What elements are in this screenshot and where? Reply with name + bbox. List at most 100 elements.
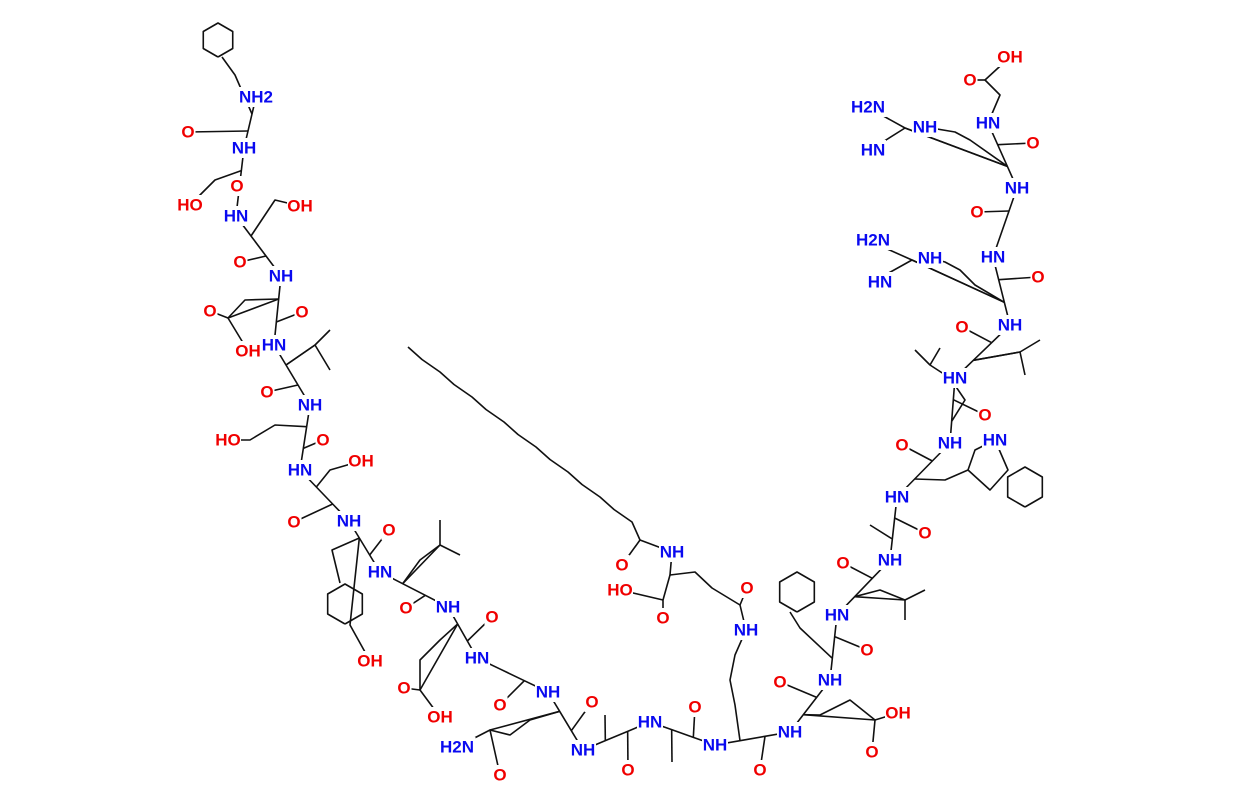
side-chain-bond: [929, 347, 941, 366]
atom-label-nh: NH: [733, 620, 759, 640]
atom-label-h2n: H2N: [854, 230, 892, 250]
atom-label-o: O: [894, 435, 910, 455]
label-background: [1030, 267, 1046, 287]
atom-symbol: NH: [918, 249, 943, 268]
atom-label-o: O: [492, 695, 508, 715]
label-background: [849, 97, 887, 117]
backbone-bond: [299, 404, 311, 471]
label-background: [535, 682, 561, 702]
atom-label-nh: NH: [659, 542, 685, 562]
label-background: [997, 47, 1023, 67]
label-background: [937, 433, 963, 453]
backbone-bond: [273, 275, 282, 346]
side-chain-bond: [285, 344, 331, 371]
indole-pyrrole-ring: [967, 439, 1009, 491]
atom-symbol: HN: [825, 606, 850, 625]
label-background: [733, 620, 759, 640]
atom-symbol: NH: [660, 543, 685, 562]
atom-label-nh: NH: [777, 722, 803, 742]
label-background: [215, 430, 241, 450]
atom-symbol: NH: [571, 741, 596, 760]
atom-label-nh: NH: [1004, 178, 1030, 198]
atom-label-nh: NH: [937, 433, 963, 453]
atom-label-hn: HN: [223, 206, 249, 226]
atom-label-nh: NH: [702, 735, 728, 755]
label-background: [348, 451, 374, 471]
label-background: [492, 695, 508, 715]
atom-symbol: HN: [288, 461, 313, 480]
label-background: [235, 341, 261, 361]
atom-symbol: HN: [981, 248, 1006, 267]
atom-label-nh2: NH2: [237, 87, 275, 107]
atom-label-o: O: [286, 512, 302, 532]
atom-symbol: OH: [287, 197, 313, 216]
atom-symbol: O: [860, 641, 873, 660]
atom-label-nh: NH: [570, 740, 596, 760]
atom-label-o: O: [396, 678, 412, 698]
atom-symbol: HN: [868, 273, 893, 292]
side-chain-bond: [331, 537, 360, 584]
atom-symbol: OH: [427, 708, 453, 727]
atom-symbol: O: [836, 554, 849, 573]
atom-label-nh: NH: [336, 511, 362, 531]
side-chain-bond: [209, 298, 279, 319]
atom-label-o: O: [1025, 133, 1041, 153]
label-background: [315, 430, 331, 450]
label-background: [492, 765, 508, 785]
label-background: [1025, 133, 1041, 153]
atom-symbol: HN: [262, 336, 287, 355]
atom-label-oh: OH: [997, 47, 1023, 67]
atom-label-o: O: [859, 640, 875, 660]
label-background: [435, 597, 461, 617]
atom-label-hn: HN: [982, 430, 1008, 450]
atom-symbol: O: [688, 698, 701, 717]
atom-label-hn: HN: [942, 368, 968, 388]
label-background: [859, 640, 875, 660]
atom-label-o: O: [655, 608, 671, 628]
atom-label-hn: HN: [884, 487, 910, 507]
label-background: [177, 195, 203, 215]
label-background: [969, 202, 985, 222]
label-background: [854, 230, 892, 250]
side-chain-bond: [789, 611, 833, 659]
label-background: [232, 252, 248, 272]
label-background: [655, 608, 671, 628]
label-background: [286, 512, 302, 532]
atom-label-nh: NH: [435, 597, 461, 617]
atom-symbol: HN: [943, 369, 968, 388]
label-background: [584, 692, 600, 712]
atom-symbol: O: [397, 679, 410, 698]
backbone-bond: [829, 614, 838, 681]
atom-label-hn: HN: [367, 562, 393, 582]
atom-label-nh: NH: [231, 138, 257, 158]
atom-symbol: O: [970, 203, 983, 222]
atom-label-nh: NH: [535, 682, 561, 702]
label-background: [180, 122, 196, 142]
side-chain-bond: [854, 589, 926, 601]
atom-symbol: NH: [878, 551, 903, 570]
label-background: [607, 580, 633, 600]
atom-label-hn: HN: [867, 272, 893, 292]
atom-symbol: NH2: [239, 88, 273, 107]
label-background: [877, 550, 903, 570]
atom-symbol: O: [585, 693, 598, 712]
label-background: [917, 523, 933, 543]
label-background: [637, 712, 663, 732]
side-chain-bond: [914, 469, 969, 481]
phenyl-ring: [202, 22, 234, 58]
atom-label-nh: NH: [997, 315, 1023, 335]
label-background: [980, 247, 1006, 267]
label-background: [427, 707, 453, 727]
atom-symbol: O: [615, 556, 628, 575]
atom-label-o: O: [259, 382, 275, 402]
atom-symbol: O: [287, 513, 300, 532]
atom-symbol: O: [753, 761, 766, 780]
atom-label-o: O: [398, 598, 414, 618]
atom-symbol: NH: [818, 671, 843, 690]
label-background: [294, 302, 310, 322]
side-chain-bond: [924, 126, 1008, 167]
side-chain-bond: [402, 544, 461, 585]
side-chain-bond: [973, 351, 1026, 376]
atom-label-nh: NH: [912, 117, 938, 137]
